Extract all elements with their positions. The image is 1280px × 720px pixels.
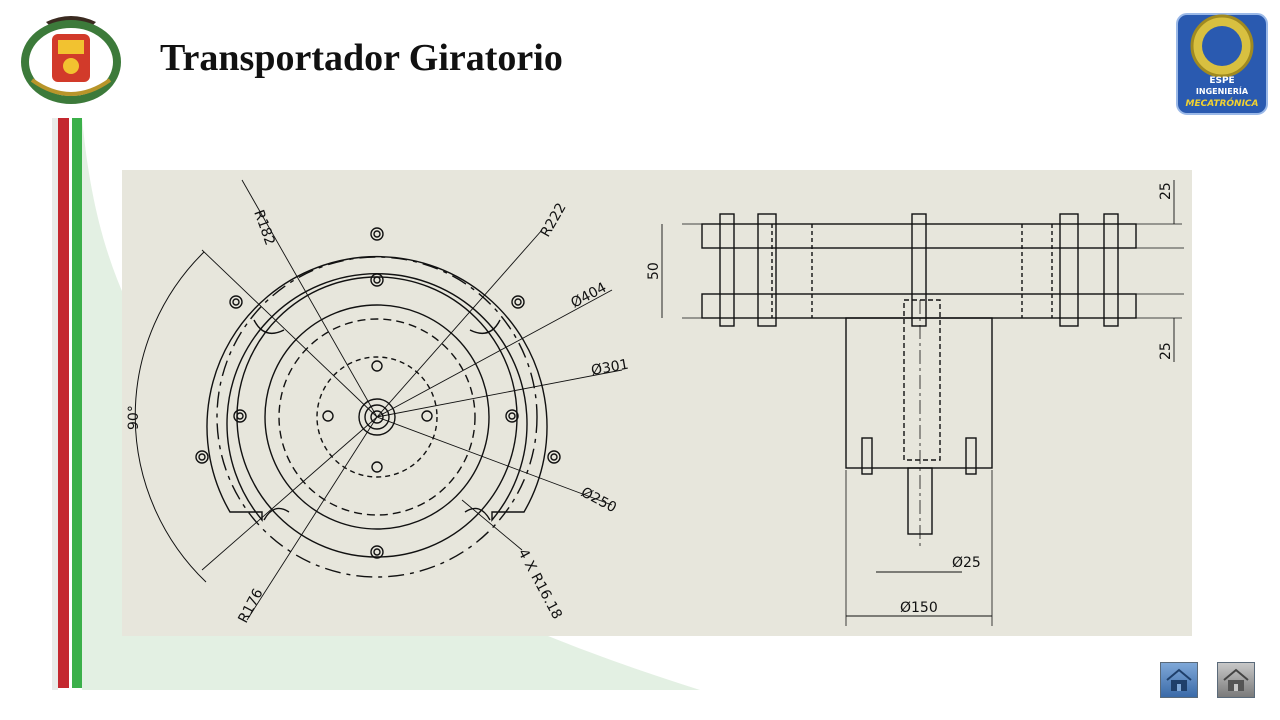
dim-side-25-top: 25 [1158,182,1174,200]
top-view [134,179,623,621]
back-icon [1223,668,1249,691]
dim-side-d150: Ø150 [900,600,938,616]
dim-side-50: 50 [646,262,662,280]
dim-d250: Ø250 [578,484,619,516]
dim-4xr16: 4 X R16.18 [514,546,564,622]
red-stripe [58,118,69,688]
dim-side-25-bottom: 25 [1158,342,1174,360]
dim-r222: R222 [538,200,570,240]
dim-90deg: 90° [126,405,142,430]
home-button[interactable] [1160,662,1198,698]
technical-drawing: R182 R222 Ø404 Ø301 Ø250 4 X R16.18 R176… [122,170,1192,636]
logo-line-3: MECATRÓNICA [1186,97,1259,109]
logo-line-2: INGENIERÍA [1196,85,1249,96]
dim-d404: Ø404 [568,280,609,312]
university-crest-icon [21,16,121,104]
dim-side-d25: Ø25 [952,555,981,571]
logo-line-1: ESPE [1209,76,1234,86]
dim-r176: R176 [235,586,266,626]
back-button[interactable] [1217,662,1255,698]
white-stripe [69,118,72,688]
side-view [661,180,1184,626]
bolt-holes [195,227,561,559]
home-icon [1166,668,1192,691]
green-stripe [72,118,82,688]
espe-mecatronica-logo: ESPE INGENIERÍA MECATRÓNICA [1176,13,1268,115]
dim-d301: Ø301 [590,357,630,379]
dim-r182: R182 [250,208,278,248]
slide-title: Transportador Giratorio [160,37,563,79]
